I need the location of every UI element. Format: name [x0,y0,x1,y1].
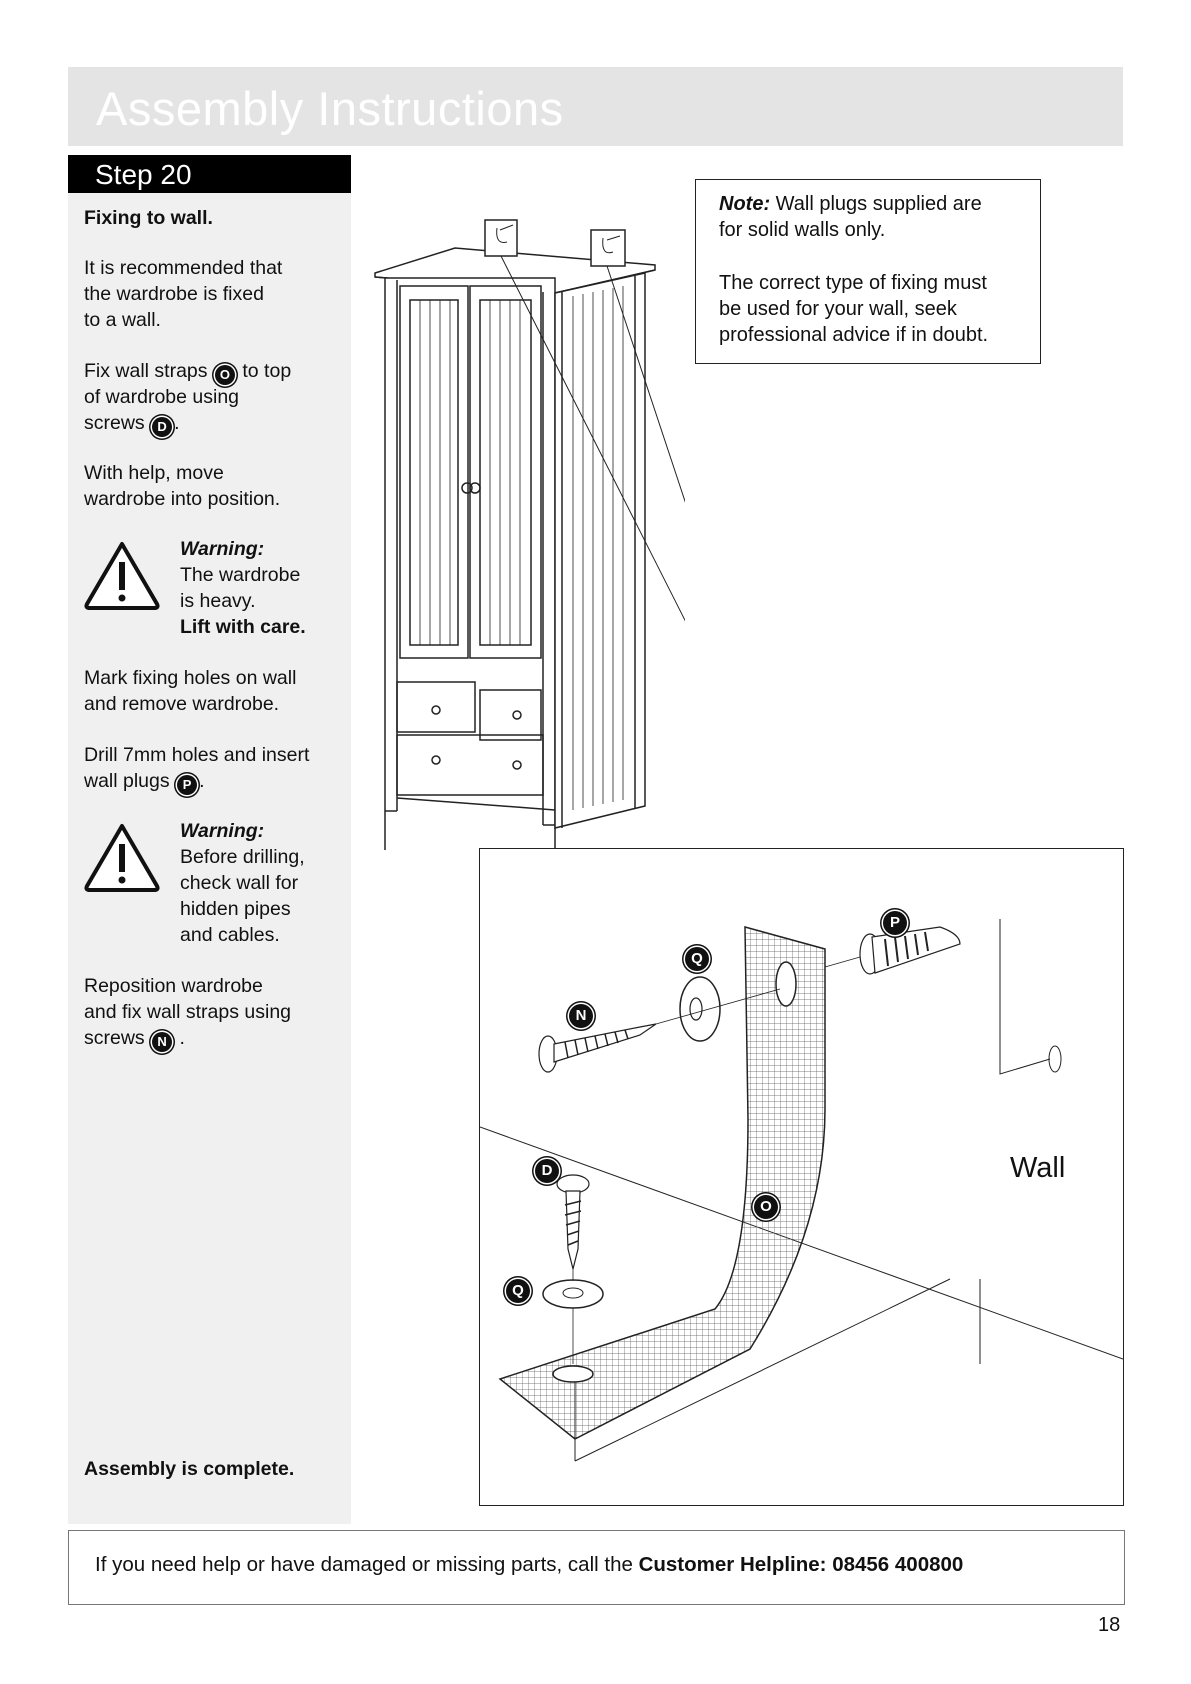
part-p-icon: P [177,775,198,795]
helpline-text: If you need help or have damaged or miss… [95,1553,963,1577]
screws-text: screws [84,1027,145,1049]
page-number: 18 [1098,1614,1121,1636]
part-n-callout-icon: N [569,1004,593,1028]
fix-straps-line-2: of wardrobe using [84,386,240,408]
helpline-number: Customer Helpline: 08456 400800 [638,1553,964,1576]
wall-plugs-text: wall plugs [84,770,170,792]
drill-line-1: Drill 7mm holes and insert [84,744,310,766]
recommend-line-1: It is recommended that [84,257,283,279]
note-line-2: for solid walls only. [719,219,886,241]
warning-2-line-2: check wall for [180,872,299,894]
note-para2-line-3: professional advice if in doubt. [719,324,989,346]
fix-straps-line-1: Fix wall straps O to top [84,358,291,385]
part-o-icon: O [214,365,235,385]
period: . [174,412,180,434]
warning-1-line-2: is heavy. [180,590,256,612]
header-bar: Assembly Instructions [68,67,1123,146]
step-label: Step 20 [95,159,192,190]
reposition-line-1: Reposition wardrobe [84,975,263,997]
reposition-line-3: screws N . [84,1025,185,1052]
note-para2-line-1: The correct type of fixing must [719,272,987,294]
warning-2-line-3: hidden pipes [180,898,291,920]
assembly-complete: Assembly is complete. [84,1458,295,1480]
part-o-callout-icon: O [754,1195,778,1219]
warning-1-line-1: The wardrobe [180,564,301,586]
warning-triangle-icon [84,824,160,892]
warning-2-title: Warning: [180,820,265,842]
warning-triangle-icon [84,542,160,610]
screws-text: screws [84,412,145,434]
fix-straps-text: Fix wall straps [84,360,208,382]
part-q-callout-icon: Q [685,947,709,971]
warning-2-line-1: Before drilling, [180,846,305,868]
part-n-icon: N [152,1032,173,1052]
mark-line-1: Mark fixing holes on wall [84,667,297,689]
part-d-callout-icon: D [535,1159,559,1183]
note-label: Note: [719,193,771,215]
period: . [174,1027,185,1049]
warning-1-emphasis: Lift with care. [180,616,306,638]
step-heading: Fixing to wall. [84,207,213,229]
part-p-callout-icon: P [883,911,907,935]
recommend-line-2: the wardrobe is fixed [84,283,264,305]
warning-2-line-4: and cables. [180,924,280,946]
move-line-1: With help, move [84,462,224,484]
fix-straps-line-3: screws D. [84,410,180,437]
warning-1-title: Warning: [180,538,265,560]
reposition-line-2: and fix wall straps using [84,1001,292,1023]
helpline-intro: If you need help or have damaged or miss… [95,1553,639,1576]
part-q-callout-icon: Q [506,1279,530,1303]
note-line-1: Note: Wall plugs supplied are [719,191,982,217]
drill-line-2: wall plugs P. [84,768,204,795]
part-d-icon: D [152,417,173,437]
note-line-1-text: Wall plugs supplied are [770,193,982,215]
page-title: Assembly Instructions [96,82,564,135]
wall-label: Wall [1010,1152,1066,1184]
helpline-footer: If you need help or have damaged or miss… [68,1530,1125,1605]
note-box: Note: Wall plugs supplied are for solid … [695,179,1041,364]
step-badge: Step 20 [68,155,351,193]
instructions-sidebar: Step 20 Fixing to wall. It is recommende… [68,155,351,1524]
wall-fixing-detail: P Q N D O Q Wall [479,848,1124,1506]
move-line-2: wardrobe into position. [84,488,281,510]
mark-line-2: and remove wardrobe. [84,693,280,715]
note-para2-line-2: be used for your wall, seek [719,298,957,320]
recommend-line-3: to a wall. [84,309,161,331]
fix-straps-text-end: to top [242,360,292,382]
wardrobe-illustration [374,219,685,850]
wall-strap-diagram [480,919,1123,1462]
period: . [199,770,205,792]
